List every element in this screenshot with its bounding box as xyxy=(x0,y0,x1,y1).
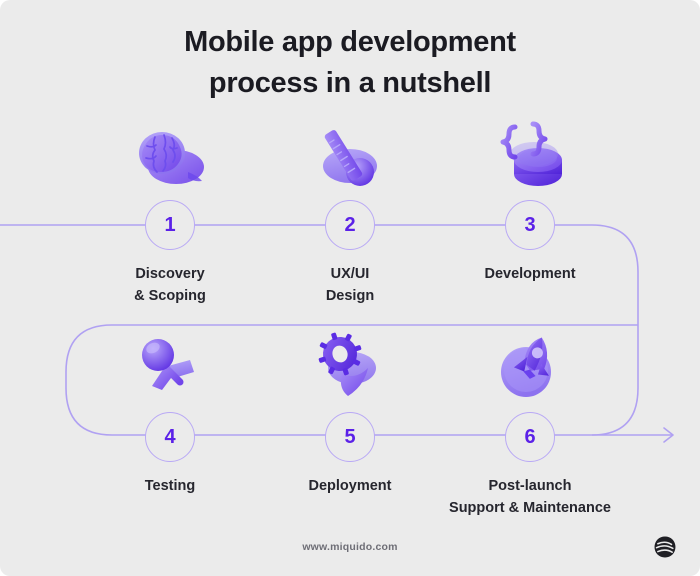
step-label: Testing xyxy=(144,478,196,494)
footer-url[interactable]: www.miquido.com xyxy=(302,541,398,553)
brain-icon xyxy=(125,118,215,194)
step-3[interactable]: 3 Development xyxy=(440,118,620,308)
step-label: Post-launch Support & Maintenance xyxy=(449,478,611,516)
code-braces-database-icon xyxy=(485,118,575,194)
step-label: Deployment xyxy=(308,478,392,494)
step-number-badge: 2 xyxy=(325,200,375,250)
steps-row-2: 4 Testing xyxy=(0,330,700,520)
steps-row-1: 1 Discovery & Scoping 2 xyxy=(0,118,700,308)
step-number-badge: 6 xyxy=(505,412,555,462)
step-number-badge: 3 xyxy=(505,200,555,250)
step-label: UX/UI Design xyxy=(325,266,375,304)
step-label: Development xyxy=(484,266,576,282)
step-1[interactable]: 1 Discovery & Scoping xyxy=(80,118,260,308)
rocket-icon xyxy=(485,330,575,406)
step-2[interactable]: 2 UX/UI Design xyxy=(260,118,440,308)
magnifier-ribbon-icon xyxy=(125,330,215,406)
step-4[interactable]: 4 Testing xyxy=(80,330,260,520)
page-title: Mobile app development process in a nuts… xyxy=(0,22,700,103)
ruler-design-icon xyxy=(305,118,395,194)
step-label: Discovery & Scoping xyxy=(134,266,206,304)
title-line-2: process in a nutshell xyxy=(208,66,492,99)
step-number-badge: 4 xyxy=(145,412,195,462)
miquido-logo xyxy=(654,536,676,558)
step-6[interactable]: 6 Post-launch Support & Maintenance xyxy=(440,330,620,520)
gear-disc-icon xyxy=(305,330,395,406)
step-number-badge: 5 xyxy=(325,412,375,462)
step-5[interactable]: 5 Deployment xyxy=(260,330,440,520)
step-number-badge: 1 xyxy=(145,200,195,250)
title-line-1: Mobile app development xyxy=(184,26,516,58)
